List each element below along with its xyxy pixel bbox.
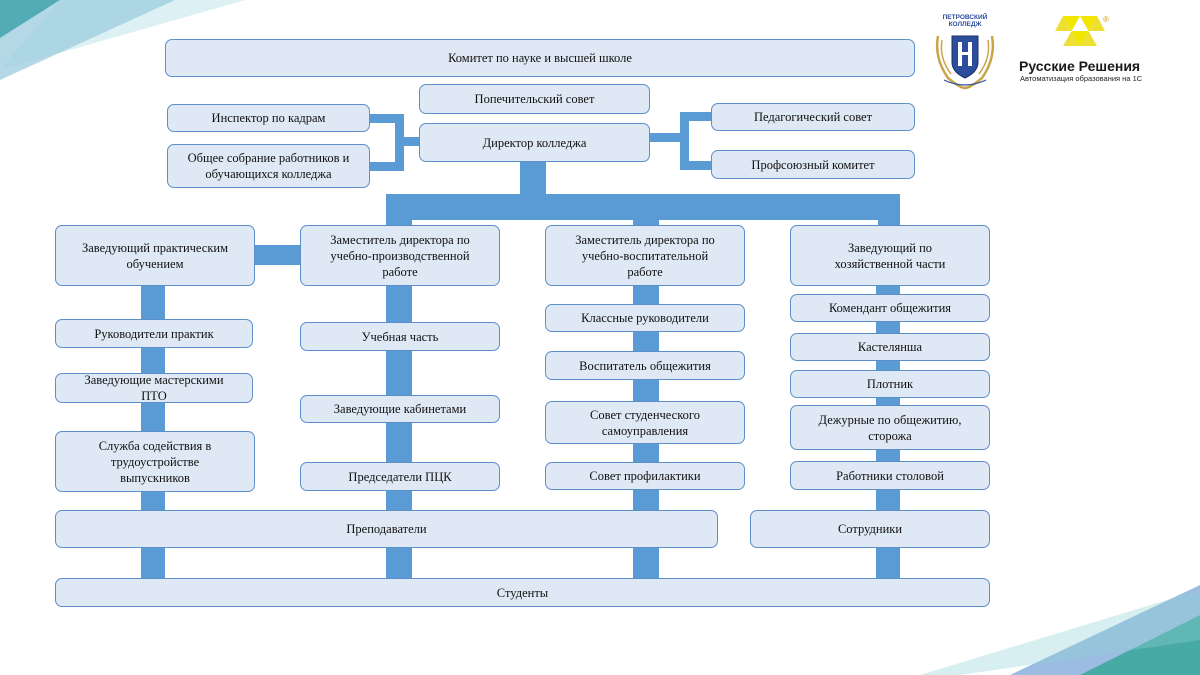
cabinet-heads-box: Заведующие кабинетами — [300, 395, 500, 423]
housekeeper-label: Кастелянша — [857, 340, 923, 354]
pck-chairs-label: Председатели ПЦК — [348, 469, 452, 484]
general-meeting-label: Общее собрание работников и обучающихся … — [187, 151, 350, 181]
class-teachers-box: Классные руководители — [545, 304, 745, 332]
deco-bottom-right-teal — [1080, 615, 1200, 675]
pck-chairs-box: Председатели ПЦК — [300, 462, 500, 491]
staff-box: Сотрудники — [750, 510, 990, 548]
committee-label: Комитет по науке и высшей школе — [448, 51, 632, 65]
head-practical-training-label: Заведующий практическим обучением — [81, 240, 228, 271]
connector-right-vertical — [680, 112, 689, 170]
board-of-trustees-box: Попечительский совет — [419, 84, 650, 114]
russkie-resheniya-title: Русские Решения — [1019, 58, 1141, 74]
board-of-trustees-label: Попечительский совет — [474, 92, 595, 106]
hr-inspector-box: Инспектор по кадрам — [167, 104, 370, 132]
workshop-heads-label: Заведующие мастерскими ПТО — [84, 373, 224, 403]
connector-left-lower — [370, 162, 404, 171]
pedagogical-council-label: Педагогический совет — [753, 110, 873, 124]
deco-top-left-teal — [0, 0, 60, 38]
connector-drop-academic — [386, 194, 412, 228]
college-logo-bottom-text: КОЛЛЕДЖ — [948, 21, 982, 28]
cabinet-heads-label: Заведующие кабинетами — [333, 402, 467, 416]
student-council-label: Совет студенческого самоуправления — [590, 407, 700, 438]
deputy-educational-box: Заместитель директора по учебно-воспитат… — [545, 225, 745, 286]
trade-union-box: Профсоюзный комитет — [711, 150, 915, 179]
prevention-council-label: Совет профилактики — [589, 469, 701, 483]
dorm-watch-label: Дежурные по общежитию, сторожа — [818, 412, 962, 443]
college-emblem-icon — [935, 35, 995, 90]
deputy-academic-label: Заместитель директора по учебно-производ… — [330, 232, 470, 279]
pedagogical-council-box: Педагогический совет — [711, 103, 915, 131]
employment-service-label: Служба содействия в трудоустройстве выпу… — [98, 438, 212, 485]
deputy-educational-label: Заместитель директора по учебно-воспитат… — [575, 232, 715, 279]
connector-drop-educational — [633, 194, 659, 228]
dorm-educator-box: Воспитатель общежития — [545, 351, 745, 380]
academic-department-label: Учебная часть — [361, 329, 439, 344]
employment-service-box: Служба содействия в трудоустройстве выпу… — [55, 431, 255, 492]
connector-left-to-director — [400, 137, 420, 146]
connector-left-vertical — [395, 114, 404, 171]
deco-top-left-light — [0, 0, 245, 70]
head-maintenance-box: Заведующий по хозяйственной части — [790, 225, 990, 286]
director-label: Директор колледжа — [482, 135, 587, 150]
teachers-label: Преподаватели — [346, 522, 427, 536]
committee-box: Комитет по науке и высшей школе — [165, 39, 915, 77]
canteen-staff-box: Работники столовой — [790, 461, 990, 490]
connector-drop-maintenance — [878, 194, 900, 228]
carpenter-box: Плотник — [790, 370, 990, 398]
deputy-academic-box: Заместитель директора по учебно-производ… — [300, 225, 500, 286]
director-box: Директор колледжа — [419, 123, 650, 162]
dorm-commandant-box: Комендант общежития — [790, 294, 990, 322]
registered-mark: ® — [1103, 15, 1109, 24]
prevention-council-box: Совет профилактики — [545, 462, 745, 490]
russkie-resheniya-logo-icon — [1055, 16, 1105, 46]
dorm-watch-box: Дежурные по общежитию, сторожа — [790, 405, 990, 450]
housekeeper-box: Кастелянша — [790, 333, 990, 361]
carpenter-label: Плотник — [866, 377, 914, 391]
trade-union-label: Профсоюзный комитет — [751, 157, 875, 172]
canteen-staff-label: Работники столовой — [836, 468, 944, 483]
student-council-box: Совет студенческого самоуправления — [545, 401, 745, 444]
staff-label: Сотрудники — [837, 522, 903, 536]
class-teachers-label: Классные руководители — [581, 311, 709, 325]
academic-department-box: Учебная часть — [300, 322, 500, 351]
head-maintenance-label: Заведующий по хозяйственной части — [834, 240, 946, 271]
students-label: Студенты — [496, 585, 549, 600]
head-practical-training-box: Заведующий практическим обучением — [55, 225, 255, 286]
connector-left-upper — [370, 114, 404, 123]
russkie-resheniya-subtitle: Автоматизация образования на 1С — [1020, 74, 1143, 83]
dorm-commandant-label: Комендант общежития — [828, 301, 952, 315]
connector-right-upper — [680, 112, 712, 121]
dorm-educator-label: Воспитатель общежития — [579, 358, 711, 373]
deco-top-left-blue — [0, 0, 175, 80]
teachers-box: Преподаватели — [55, 510, 718, 548]
connector-director-down — [520, 162, 546, 196]
students-box: Студенты — [55, 578, 990, 607]
practice-leaders-box: Руководители практик — [55, 319, 253, 348]
deco-bottom-right-light — [920, 590, 1200, 675]
connector-practical-link — [254, 245, 302, 265]
hr-inspector-label: Инспектор по кадрам — [211, 111, 326, 125]
general-meeting-box: Общее собрание работников и обучающихся … — [167, 144, 370, 188]
college-logo-top-text: ПЕТРОВСКИЙ — [942, 14, 988, 21]
connector-right-from-director — [650, 133, 688, 142]
practice-leaders-label: Руководители практик — [94, 326, 214, 341]
workshop-heads-box: Заведующие мастерскими ПТО — [55, 373, 253, 403]
connector-right-lower — [680, 161, 712, 170]
